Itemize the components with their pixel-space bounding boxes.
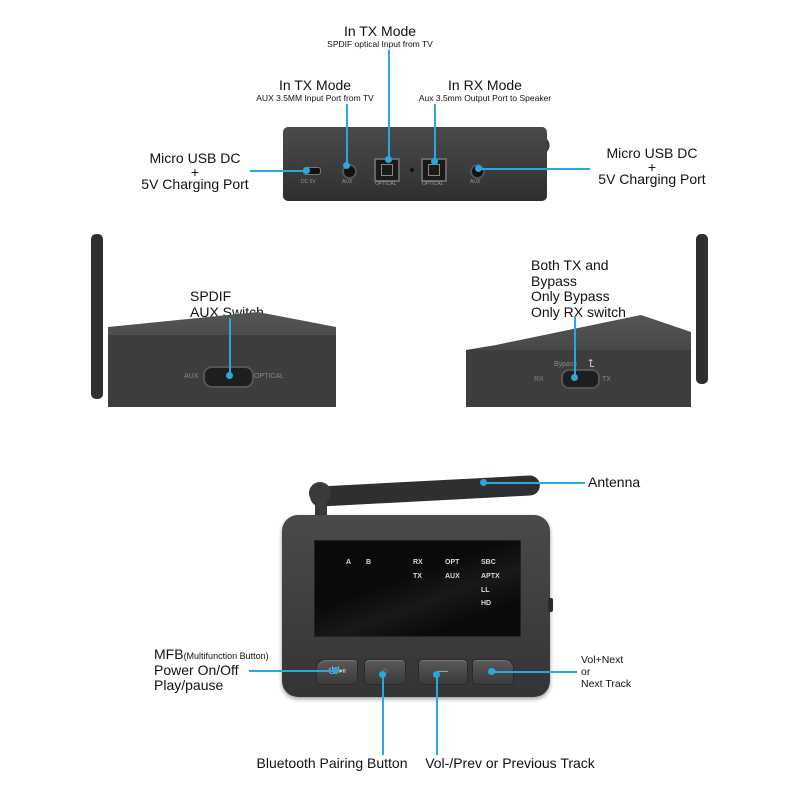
usb-left-line1: Micro USB DC [149,150,241,166]
switch-right-rx-label: RX [534,376,544,383]
port-optical-in-label: OPTICAL [375,181,397,187]
switch-left-optical-label: OPTICAL [254,373,284,380]
mfb-label: MFB(Multifunction Button) Power On/Off P… [154,646,294,694]
vol-prev-label: Vol-/Prev or Previous Track [425,755,595,771]
switch-right-tx-label: TX [602,376,611,383]
tx-optical-label: In TX Mode SPDIF optical Input from TV [310,23,450,49]
callout-dot-vol-next [488,668,495,675]
callout-line-usb-right [478,168,590,170]
callout-line-antenna [483,482,585,484]
left-side-device: AUX OPTICAL [88,232,338,412]
lcd-b: B [366,559,372,566]
lcd-display [314,540,521,637]
callout-line-rx [434,104,436,162]
antenna-label: Antenna [588,474,641,490]
switch-left-aux-label: AUX [184,373,199,380]
usb-right-line2: + [647,158,657,175]
callout-line-vol-next [491,671,577,673]
bypass-switch[interactable] [561,369,600,389]
mfb-play: Play/pause [154,677,224,694]
vol-next-line2: or [581,665,591,678]
lcd-ll: LL [481,587,490,594]
spdif-line1: SPDIF [190,288,232,304]
tx-optical-title: In TX Mode [343,23,417,39]
callout-dot-optical-in [385,156,392,163]
usb-left-line2: + [190,163,200,180]
port-optical-out-label: OPTICAL [422,181,444,187]
usb-right-line3: 5V Charging Port [598,170,706,187]
usb-right-line1: Micro USB DC [606,145,698,161]
callout-dot-spdif [226,372,233,379]
left-antenna-icon [91,234,103,399]
right-side-device: Bypass ⮤ RX TX [466,232,716,412]
callout-dot-bypass [571,374,578,381]
callout-dot-vol-prev [433,671,440,678]
rx-subtitle: Aux 3.5mm Output Port to Speaker [418,92,552,103]
lcd-aptx: APTX [481,573,500,580]
port-aux-in-label: AUX [342,179,353,185]
rx-label: In RX Mode Aux 3.5mm Output Port to Spea… [405,77,565,103]
vol-next-line1: Vol+Next [581,654,624,666]
bypass-line2: Bypass [531,272,577,289]
callout-dot-rx [431,158,438,165]
callout-line-pairing [382,675,384,755]
callout-line-usb-left [250,170,306,172]
vol-next-label: Vol+Next or Next Track [581,654,651,690]
vol-down-button[interactable]: — [418,659,468,685]
callout-dot-antenna [480,479,487,486]
mfb-paren: (Multifunction Button) [183,651,269,661]
port-aux-out-label: AUX [470,179,481,185]
callout-line-vol-prev [436,675,438,755]
usb-label-right: Micro USB DC + 5V Charging Port [592,145,712,187]
rx-title: In RX Mode [448,77,522,93]
callout-dot-usb-right [475,165,482,172]
callout-line-bypass [574,316,576,378]
lcd-opt: OPT [445,559,460,566]
minus-icon: — [438,666,448,677]
indicator-dot [410,168,414,172]
lcd-aux: AUX [445,573,460,580]
bypass-line4: Only RX switch [531,304,626,321]
lcd-sbc: SBC [481,559,496,566]
mfb-power: Power On/Off [154,661,239,678]
tx-optical-subtitle: SPDIF optical Input from TV [327,38,433,49]
lcd-a: A [346,559,352,566]
tx-aux-title: In TX Mode [278,77,352,93]
rear-panel-device: DC 5V AUX OPTICAL OPTICAL AUX [283,127,550,201]
vol-next-line3: Next Track [581,677,632,690]
bypass-arrow-icon: ⮤ [588,358,595,370]
bypass-line3: Only Bypass [531,288,610,305]
callout-dot-aux-in [343,162,350,169]
callout-line-spdif [229,318,231,376]
callout-dot-usb-left [303,167,310,174]
lcd-rx: RX [413,559,423,566]
callout-line-aux-in [346,104,348,166]
mfb-main: MFB [154,646,184,662]
right-antenna-icon [696,234,708,384]
pairing-label: Bluetooth Pairing Button [256,755,408,771]
tx-aux-subtitle: AUX 3.5MM Input Port from TV [256,92,374,103]
tx-aux-label: In TX Mode AUX 3.5MM Input Port from TV [240,77,390,103]
lcd-tx: TX [413,573,422,580]
callout-dot-pairing [379,671,386,678]
bypass-label: Both TX and Bypass Only Bypass Only RX s… [531,257,641,321]
callout-line-mfb [249,670,335,672]
side-button-nub [548,598,553,612]
callout-line-optical-in [388,50,390,160]
switch-right-bypass-label: Bypass [554,361,577,368]
lcd-hd: HD [481,600,492,607]
bypass-line1: Both TX and [531,257,609,273]
port-dc-label: DC 5V [301,179,316,185]
lcd-glare [315,541,520,636]
mfb-line1: MFB(Multifunction Button) [154,646,294,663]
usb-label-left: Micro USB DC + 5V Charging Port [140,150,250,192]
callout-dot-mfb [332,667,339,674]
usb-left-line3: 5V Charging Port [141,175,249,192]
